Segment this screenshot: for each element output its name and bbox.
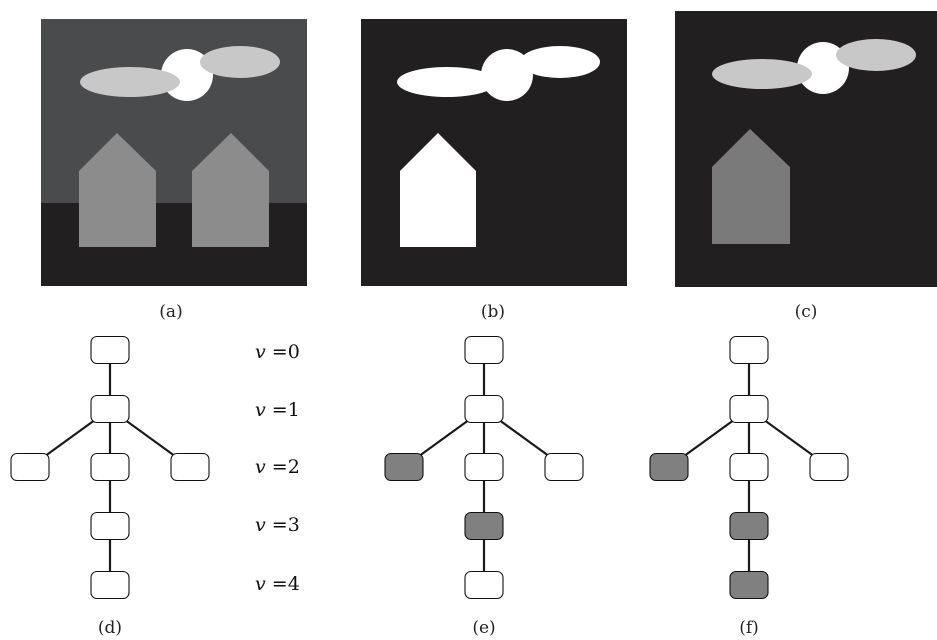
level-var-3: v bbox=[255, 514, 266, 536]
panel-c-cloud-left bbox=[712, 59, 812, 89]
tree-f-node-mid bbox=[729, 394, 769, 424]
tree-e-node-center bbox=[464, 452, 504, 482]
tree-e-node-c3 bbox=[464, 511, 504, 541]
tree-d-node-root bbox=[90, 335, 130, 365]
panel-a-cloud-right bbox=[200, 46, 280, 78]
tree-d-node-c3 bbox=[90, 511, 130, 541]
caption-a: (a) bbox=[159, 302, 182, 322]
tree-d-node-center bbox=[90, 452, 130, 482]
panel-b bbox=[361, 19, 627, 286]
caption-b: (b) bbox=[481, 302, 505, 322]
level-eq-1: =1 bbox=[266, 399, 300, 421]
tree-f bbox=[649, 335, 849, 600]
tree-f-node-root bbox=[729, 335, 769, 365]
panel-b-cloud-right bbox=[520, 46, 600, 78]
level-var-2: v bbox=[255, 456, 266, 478]
level-var-0: v bbox=[255, 341, 266, 363]
tree-d-node-right bbox=[170, 452, 210, 482]
caption-d: (d) bbox=[98, 618, 122, 638]
level-label-3: v =3 bbox=[255, 514, 300, 536]
tree-e bbox=[384, 335, 584, 600]
panel-a-house-right bbox=[192, 133, 269, 247]
level-label-1: v =1 bbox=[255, 399, 300, 421]
tree-f-node-right bbox=[809, 452, 849, 482]
tree-d-node-left bbox=[10, 452, 50, 482]
panel-b-house bbox=[400, 133, 476, 247]
tree-e-node-left bbox=[384, 452, 424, 482]
level-eq-2: =2 bbox=[266, 456, 300, 478]
level-label-2: v =2 bbox=[255, 456, 300, 478]
tree-e-node-root bbox=[464, 335, 504, 365]
level-var-4: v bbox=[255, 573, 266, 595]
caption-e: (e) bbox=[472, 618, 495, 638]
level-label-4: v =4 bbox=[255, 573, 300, 595]
tree-f-node-c4 bbox=[729, 570, 769, 600]
panel-c-house bbox=[712, 129, 790, 244]
tree-f-node-left bbox=[649, 452, 689, 482]
tree-f-node-center bbox=[729, 452, 769, 482]
tree-e-node-c4 bbox=[464, 570, 504, 600]
caption-f: (f) bbox=[739, 618, 759, 638]
level-eq-3: =3 bbox=[266, 514, 300, 536]
panel-a bbox=[41, 19, 307, 286]
tree-e-node-mid bbox=[464, 394, 504, 424]
tree-f-node-c3 bbox=[729, 511, 769, 541]
tree-d bbox=[10, 335, 210, 600]
level-eq-4: =4 bbox=[266, 573, 300, 595]
tree-d-node-mid bbox=[90, 394, 130, 424]
tree-d-node-c4 bbox=[90, 570, 130, 600]
panel-a-house-left bbox=[79, 133, 156, 247]
panel-a-cloud-left bbox=[80, 67, 180, 97]
panel-c-cloud-right bbox=[836, 39, 916, 71]
panel-b-cloud-left bbox=[397, 67, 497, 97]
caption-c: (c) bbox=[795, 302, 818, 322]
level-var-1: v bbox=[255, 399, 266, 421]
level-label-0: v =0 bbox=[255, 341, 300, 363]
tree-e-node-right bbox=[544, 452, 584, 482]
level-eq-0: =0 bbox=[266, 341, 300, 363]
panel-c bbox=[675, 11, 937, 287]
